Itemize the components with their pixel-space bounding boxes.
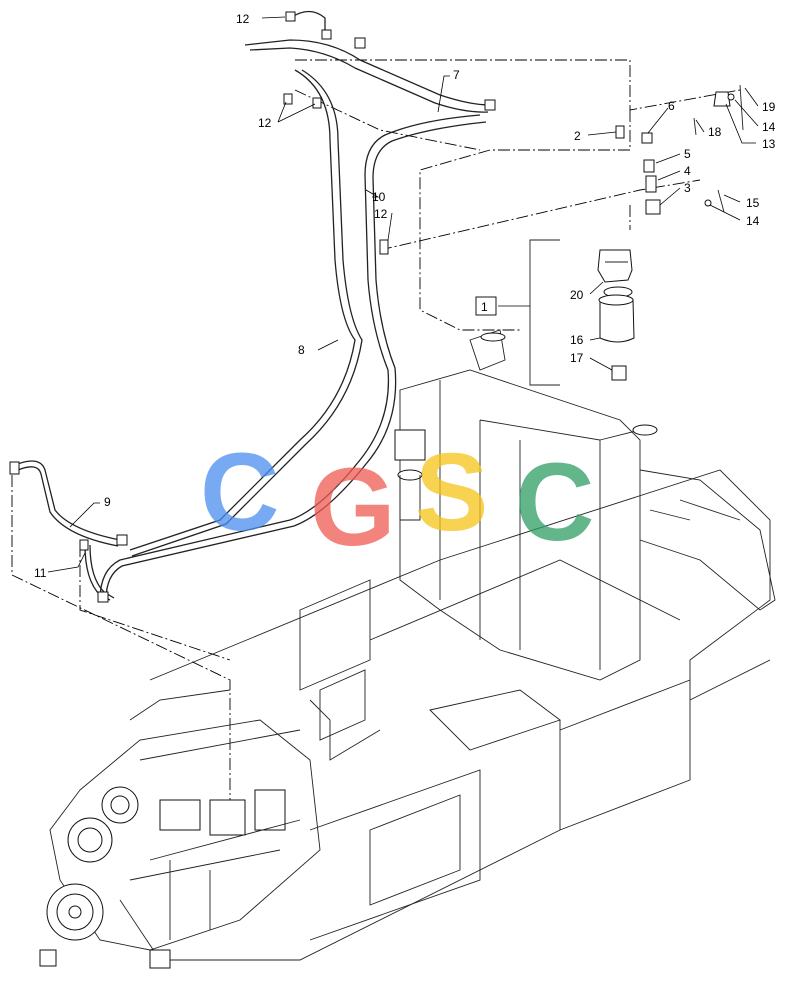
callout-12-top: 12 (236, 12, 250, 26)
alignment-lines (11, 59, 741, 830)
callout-10: 10 (372, 190, 386, 204)
watermark-letter: C (515, 441, 594, 564)
callout-leaders (47, 16, 759, 573)
hose-fittings (9, 11, 625, 603)
callout-6: 6 (668, 99, 675, 113)
watermark-letter: C (200, 431, 279, 554)
callout-3: 3 (684, 181, 691, 195)
callout-19: 19 (762, 100, 776, 114)
callout-20: 20 (570, 288, 584, 302)
hose-9 (14, 460, 121, 547)
callout-2: 2 (574, 129, 581, 143)
hose-8 (129, 69, 363, 557)
callout-16: 16 (570, 333, 584, 347)
callout-12-mid: 12 (374, 207, 388, 221)
callout-4: 4 (684, 164, 691, 178)
callout-8: 8 (298, 343, 305, 357)
callout-11: 11 (34, 566, 47, 580)
callout-14-bottom: 14 (746, 214, 760, 228)
callout-14-top: 14 (762, 120, 776, 134)
machine-frame (119, 469, 771, 961)
side-cover (639, 469, 776, 611)
hose-7 (244, 10, 491, 113)
callout-15: 15 (746, 196, 760, 210)
callout-18: 18 (708, 125, 722, 139)
watermark-logo: C G S C (200, 431, 594, 569)
callout-1: 1 (481, 300, 488, 314)
watermark-letter: S (415, 431, 488, 554)
hydraulic-tank (394, 329, 658, 681)
callout-17: 17 (570, 351, 584, 365)
callout-12-left: 12 (258, 116, 272, 130)
hose-10 (99, 114, 487, 601)
callout-9: 9 (104, 495, 111, 509)
hardware-parts (641, 84, 744, 215)
watermark-letter: G (310, 446, 396, 569)
callout-1-box (475, 296, 497, 316)
callout-13: 13 (762, 137, 776, 151)
callout-7: 7 (453, 68, 460, 82)
filter-assembly (529, 239, 635, 386)
engine (39, 689, 321, 969)
callout-5: 5 (684, 147, 691, 161)
